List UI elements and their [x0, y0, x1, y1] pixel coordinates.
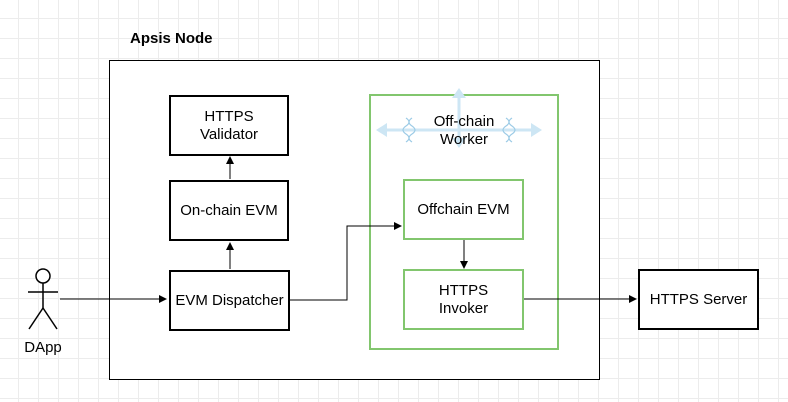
onchain-evm-box[interactable]: On-chain EVM: [169, 180, 289, 241]
worker-move-icon: [376, 88, 542, 148]
evm-dispatcher-box[interactable]: EVM Dispatcher: [169, 270, 290, 331]
node-title: Apsis Node: [130, 30, 213, 47]
edge-dispatcher-offchain: [290, 222, 402, 301]
worker-label: Off-chain Worker: [433, 113, 495, 148]
https-server-box[interactable]: HTTPS Server: [638, 269, 759, 330]
https-invoker-box[interactable]: HTTPS Invoker: [403, 269, 524, 330]
https-validator-box[interactable]: HTTPS Validator: [169, 95, 289, 156]
dapp-actor-icon[interactable]: [25, 268, 61, 332]
offchain-evm-box[interactable]: Offchain EVM: [403, 179, 524, 240]
dapp-label: DApp: [24, 339, 62, 356]
